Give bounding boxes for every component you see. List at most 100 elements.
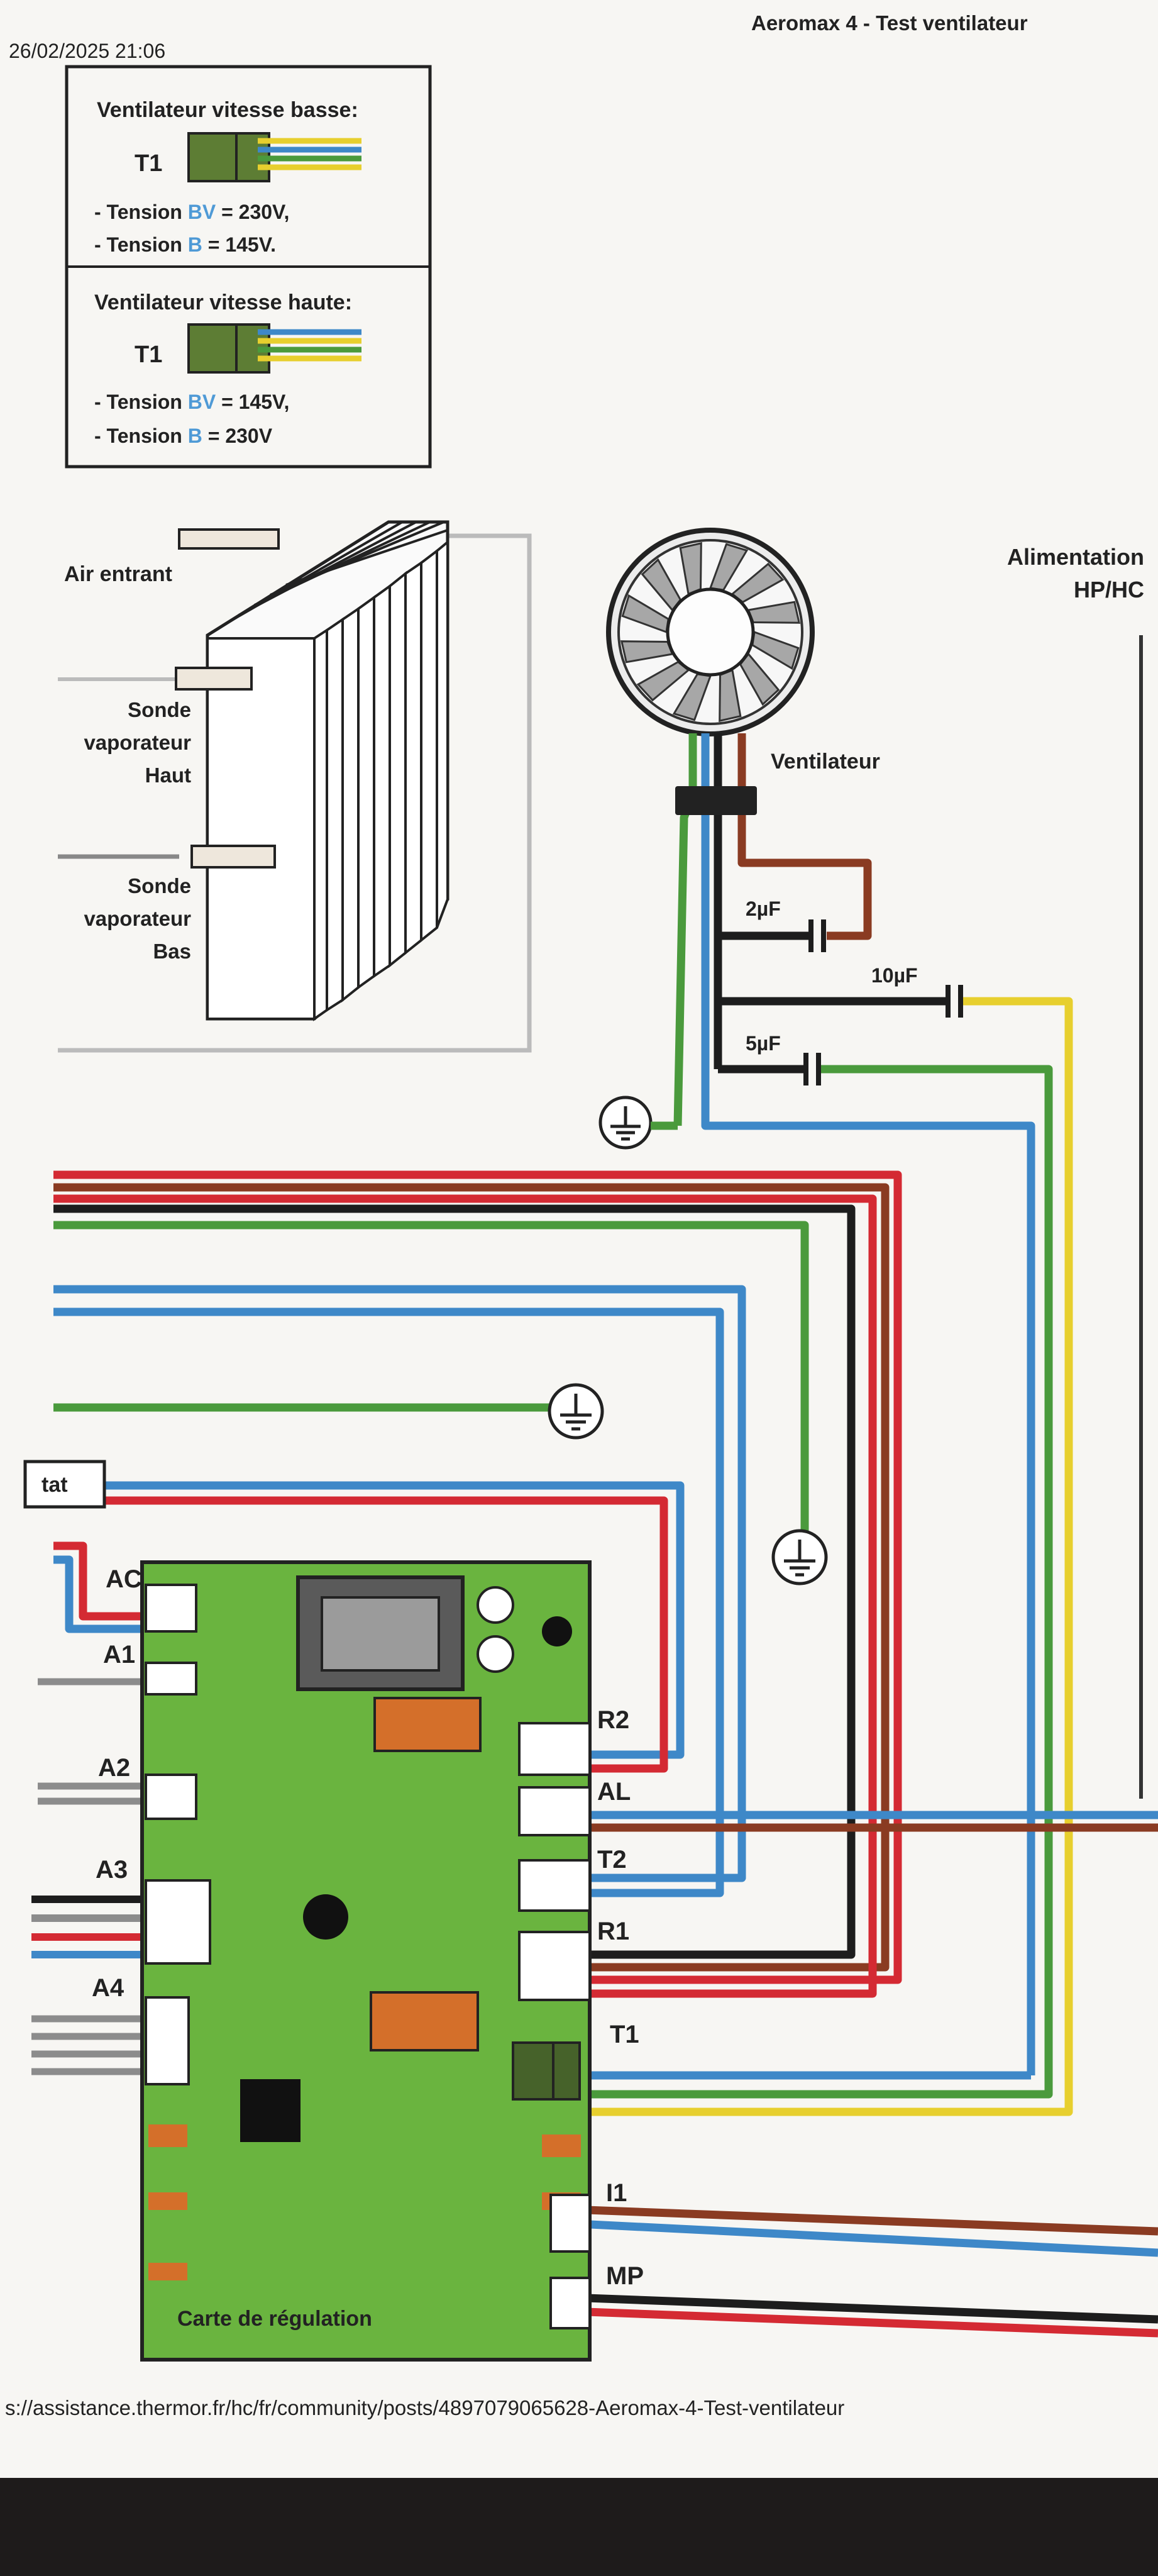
board-button — [542, 1616, 572, 1646]
label-ac: AC — [106, 1565, 142, 1593]
page-dark-margin — [0, 2478, 1158, 2576]
high-speed-line1: - Tension BV = 145V, — [94, 391, 289, 413]
connector-t1-b — [552, 2041, 581, 2101]
low-speed-line2: - Tension B = 145V. — [94, 233, 276, 256]
probe-bottom-label-1: Sonde — [128, 874, 191, 897]
fan-motor: Ventilateur — [606, 528, 880, 774]
fan-cable-clamp — [675, 786, 757, 815]
evaporator-fins — [206, 521, 449, 1021]
board-pad-3 — [148, 2263, 187, 2280]
mp-wire-red — [553, 2306, 1158, 2338]
connector-t2 — [518, 1859, 591, 1912]
label-a2: A2 — [98, 1754, 130, 1782]
high-speed-connector — [187, 323, 361, 374]
connector-a3 — [145, 1879, 211, 1965]
probe-bottom-label-3: Bas — [153, 940, 191, 963]
label-t1: T1 — [610, 2021, 639, 2048]
connector-i1 — [549, 2194, 591, 2253]
probe-top-label-2: vaporateur — [84, 731, 191, 754]
probe-bottom-sensor — [190, 845, 276, 869]
board-chip — [240, 2079, 301, 2142]
board-led-2 — [477, 1635, 514, 1673]
board-relay-1 — [373, 1697, 482, 1752]
ac-wire-blue — [53, 1555, 170, 1633]
fan-wire-brown — [737, 733, 872, 940]
low-speed-connector — [187, 132, 361, 182]
board-capacitor — [303, 1894, 348, 1940]
label-t2: T2 — [597, 1846, 627, 1874]
capacitor-5uf — [803, 1053, 821, 1085]
control-board: Carte de régulation AC A1 A2 A3 A4 R2 AL… — [92, 1560, 644, 2362]
speed-legend: Ventilateur vitesse basse: T1 - Tension … — [65, 65, 432, 469]
cap-10-label: 10µF — [871, 964, 918, 987]
label-a3: A3 — [96, 1856, 128, 1884]
high-speed-line2: - Tension B = 230V — [94, 425, 273, 447]
ac-wire-red — [53, 1541, 170, 1621]
label-a1: A1 — [103, 1641, 135, 1668]
probe-top-label-3: Haut — [145, 763, 191, 787]
board-relay-2 — [370, 1991, 479, 2051]
board-display-screen — [321, 1596, 440, 1672]
header-title: Aeromax 4 - Test ventilateur — [751, 11, 1028, 35]
bundle-brown — [53, 1183, 890, 1972]
bundle-red-1 — [53, 1170, 902, 1984]
connector-a4 — [145, 1996, 190, 2085]
evaporator: Air entrant Sonde vaporateur Haut Sonde … — [58, 520, 532, 1053]
connector-r2 — [518, 1722, 591, 1776]
low-speed-line1: - Tension BV = 230V, — [94, 201, 289, 223]
earth-symbol-fan — [598, 1096, 653, 1150]
board-pcb — [140, 1560, 592, 2362]
fan-wire-blue — [701, 733, 1035, 2075]
label-al: AL — [597, 1778, 631, 1806]
board-pad-2 — [148, 2192, 187, 2210]
label-i1: I1 — [606, 2179, 627, 2207]
thermostat-box — [23, 1460, 106, 1509]
board-pad-4 — [542, 2135, 581, 2157]
label-mp: MP — [606, 2262, 644, 2290]
thermostat-red — [101, 1496, 668, 1773]
fan-label: Ventilateur — [771, 750, 880, 774]
header-datetime: 26/02/2025 21:06 — [9, 40, 165, 62]
capacitor-10uf — [946, 985, 963, 1018]
connector-t1 — [512, 2041, 554, 2101]
fan-hub — [666, 587, 755, 677]
label-r1: R1 — [597, 1918, 629, 1945]
i1-wire-blue — [553, 2218, 1158, 2257]
probe-bottom-label-2: vaporateur — [84, 907, 191, 930]
connector-r1 — [518, 1931, 591, 2001]
connector-mp — [549, 2277, 591, 2329]
wiring: 2µF 10µF 5µF — [31, 733, 1158, 2338]
label-r2: R2 — [597, 1706, 629, 1734]
low-speed-title: Ventilateur vitesse basse: — [97, 98, 358, 122]
connector-a2 — [145, 1774, 197, 1820]
air-in-tab — [178, 528, 280, 550]
evaporator-frame-line — [58, 533, 532, 1053]
thermostat-label: tat — [41, 1473, 68, 1497]
probe-top-label-1: Sonde — [128, 698, 191, 721]
connector-ac — [145, 1584, 197, 1633]
board-pad-1 — [148, 2124, 187, 2147]
earth-symbol-mid — [548, 1383, 604, 1440]
footer-url: s://assistance.thermor.fr/hc/fr/communit… — [5, 2396, 844, 2419]
cap-5-green-wire — [582, 1065, 1053, 2099]
bundle-black — [53, 1204, 856, 1959]
connector-a1 — [145, 1662, 197, 1696]
air-in-label: Air entrant — [64, 562, 172, 586]
high-speed-terminal: T1 — [135, 341, 162, 368]
bundle-green — [53, 1221, 809, 1553]
thermostat-blue — [101, 1481, 685, 1759]
cap-10-yellow-wire — [582, 997, 1073, 2116]
cap-2-label: 2µF — [746, 897, 781, 920]
board-led-1 — [477, 1586, 514, 1624]
mp-wire-black — [553, 2292, 1158, 2324]
power-label-line2: HP/HC — [1074, 577, 1144, 602]
connector-al — [518, 1786, 591, 1836]
bundle-blue-1 — [53, 1285, 746, 1882]
capacitor-2uf — [808, 919, 826, 952]
high-speed-title: Ventilateur vitesse haute: — [94, 291, 352, 314]
bundle-red-2 — [53, 1194, 877, 1998]
low-speed-terminal: T1 — [135, 150, 162, 177]
cap-5-label: 5µF — [746, 1032, 781, 1055]
probe-top-sensor — [175, 667, 253, 691]
